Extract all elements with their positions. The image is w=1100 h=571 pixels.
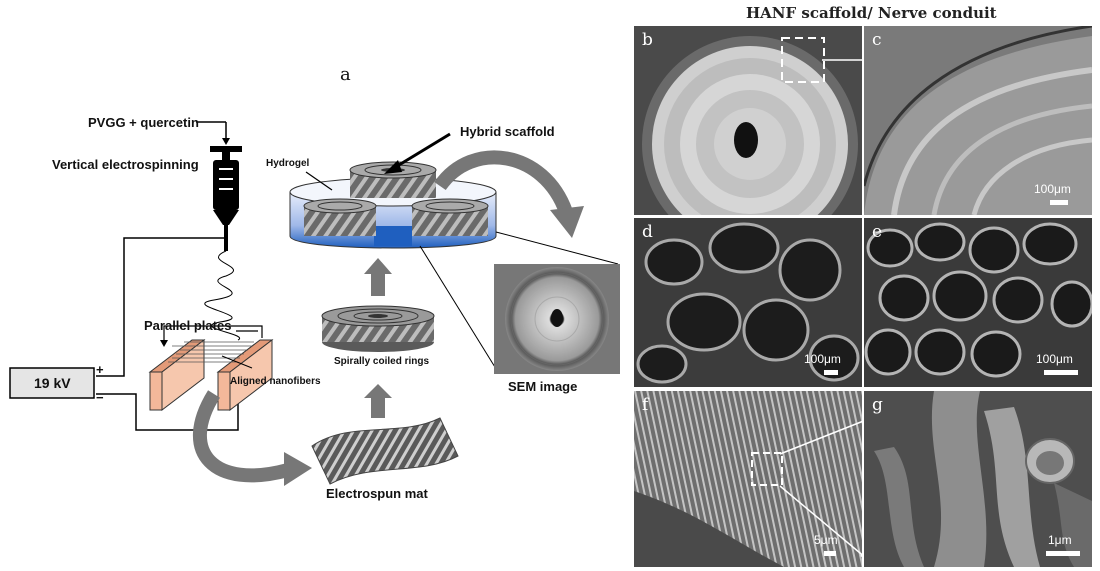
- syringe-icon: [210, 146, 242, 251]
- curved-arrow-to-sem: [434, 150, 573, 215]
- schematic-area: a: [9, 64, 620, 501]
- curved-arrow-to-mat: [192, 390, 290, 483]
- scale-label-c: 100μm: [1034, 182, 1071, 196]
- input-label: PVGG + quercetin: [88, 115, 199, 130]
- voltage-label: 19 kV: [34, 375, 71, 391]
- scale-bar-g: [1046, 551, 1080, 556]
- minus-sign: −: [96, 390, 104, 405]
- scale-label-d: 100μm: [804, 352, 841, 366]
- figure-label-a: a: [340, 64, 351, 85]
- schematic-drawing: [9, 121, 620, 486]
- panel-label-f: f: [642, 395, 649, 415]
- sem-grid-title: HANF scaffold/ Nerve conduit: [746, 4, 997, 22]
- sem-panel-f: f 5μm: [634, 391, 862, 567]
- sem-panel-g: g 1μm: [864, 391, 1092, 567]
- scale-bar-e: [1044, 370, 1078, 375]
- scale-label-e: 100μm: [1036, 352, 1073, 366]
- panel-label-e: e: [872, 222, 883, 242]
- electrospun-mat-icon: [311, 417, 459, 485]
- process-label: Vertical electrospinning: [52, 157, 199, 172]
- panel-label-c: c: [872, 30, 882, 50]
- mat-label: Electrospun mat: [326, 486, 428, 501]
- up-arrow-1: [364, 384, 392, 418]
- plus-sign: +: [96, 362, 104, 377]
- sem-label: SEM image: [508, 379, 578, 394]
- hydrogel-label: Hydrogel: [266, 158, 310, 169]
- panel-label-b: b: [642, 30, 653, 50]
- sem-thumbnail: [494, 264, 620, 374]
- parallel-plates-icon: [148, 338, 274, 412]
- sem-panel-e: e 100μm: [864, 218, 1092, 387]
- scale-bar-c: [1050, 200, 1068, 205]
- sem-panel-d: d 100μm: [634, 218, 862, 387]
- scale-bar-f: [824, 551, 836, 556]
- hybrid-label: Hybrid scaffold: [460, 124, 555, 139]
- scale-label-g: 1μm: [1048, 533, 1072, 547]
- scale-bar-d: [824, 370, 838, 375]
- voltage-box: [9, 367, 95, 399]
- hybrid-scaffold-icon: [289, 161, 497, 249]
- positive-wire: [96, 237, 226, 377]
- negative-wire: [96, 385, 239, 431]
- up-arrow-2: [364, 258, 392, 296]
- panel-label-d: d: [642, 222, 653, 242]
- plates-label: Parallel plates: [144, 318, 232, 333]
- coiled-rings-icon: [321, 305, 435, 352]
- scale-label-f: 5μm: [814, 533, 838, 547]
- fibers-label: Aligned nanofibers: [230, 376, 321, 387]
- sem-panel-b: b: [634, 26, 862, 215]
- sem-panel-c: c 100μm: [864, 26, 1092, 215]
- rings-label: Spirally coiled rings: [334, 356, 430, 367]
- panel-label-g: g: [872, 395, 883, 415]
